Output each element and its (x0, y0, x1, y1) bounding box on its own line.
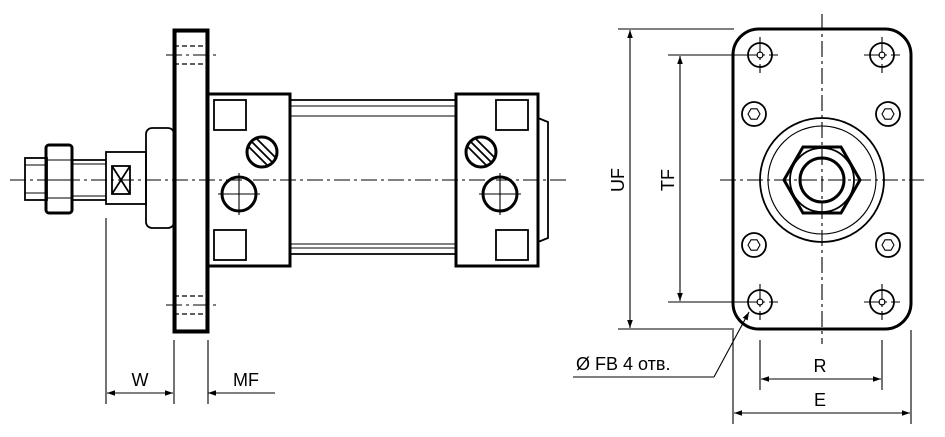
rod-bushing (145, 127, 175, 229)
side-view (10, 28, 570, 404)
dimension-e (732, 330, 912, 424)
rear-cushion-screw (464, 135, 498, 169)
hole-leader (573, 311, 750, 378)
rear-air-port (479, 173, 521, 215)
label-e: E (814, 390, 826, 410)
dimension-w-mf (105, 218, 275, 404)
piston-rod (72, 159, 106, 201)
rear-cover (454, 92, 549, 268)
front-cushion-screw (245, 135, 279, 169)
rod-boss (759, 117, 885, 243)
dimension-tf (668, 54, 748, 303)
wrench-flats (105, 151, 147, 205)
rod-nut (44, 143, 74, 215)
dimension-r (759, 340, 883, 390)
cylinder-barrel (290, 99, 456, 255)
label-r: R (814, 356, 827, 376)
dimension-uf (618, 28, 734, 330)
front-cover (206, 92, 292, 268)
tie-rod-nuts (741, 101, 901, 258)
label-holes: Ø FB 4 отв. (576, 354, 670, 374)
label-w: W (132, 370, 149, 390)
label-uf: UF (608, 168, 628, 192)
rod-thread (24, 157, 48, 201)
front-air-port (218, 173, 260, 215)
label-tf: TF (658, 169, 678, 191)
label-mf: MF (233, 370, 259, 390)
front-view (573, 14, 924, 424)
